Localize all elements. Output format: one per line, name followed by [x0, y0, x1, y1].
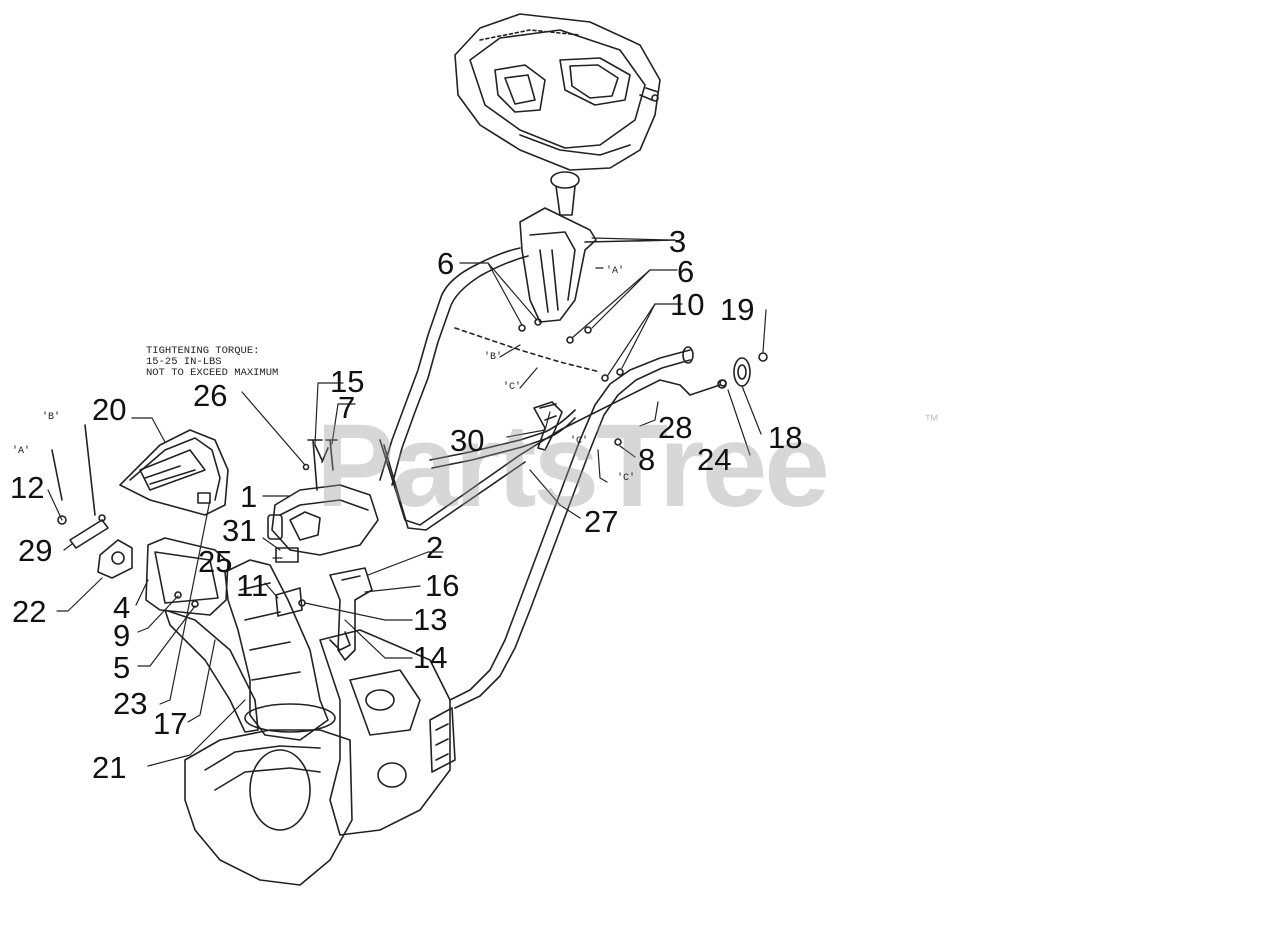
callout-5[interactable]: 5	[113, 650, 131, 685]
crank-knob	[719, 352, 768, 387]
callout-27[interactable]: 27	[584, 504, 619, 539]
callout-23[interactable]: 23	[113, 686, 148, 721]
chute-control-bracket	[519, 171, 676, 323]
callout-6-2[interactable]: 6	[677, 254, 695, 289]
torque-note: TIGHTENING TORQUE: 15-25 IN-LBS NOT TO E…	[146, 346, 278, 379]
callout-24[interactable]: 24	[697, 442, 732, 477]
callout-31[interactable]: 31	[222, 513, 257, 548]
torque-note-line-3: NOT TO EXCEED MAXIMUM	[146, 367, 279, 379]
callout-20[interactable]: 20	[92, 392, 127, 427]
callout-26[interactable]: 26	[193, 378, 228, 413]
lever-handle	[533, 401, 563, 451]
callout-15[interactable]: 15	[330, 364, 365, 399]
callout-7[interactable]: 7	[338, 390, 356, 425]
callout-1[interactable]: 1	[240, 479, 258, 514]
callout-19[interactable]: 19	[720, 292, 755, 327]
ref-marker-c-2: 'C'	[570, 436, 589, 447]
chute-deflector	[119, 429, 229, 516]
ref-marker-b-2: 'B'	[42, 412, 61, 423]
ref-marker-b: 'B'	[484, 352, 503, 363]
trademark-symbol: ™	[924, 412, 939, 429]
auger-housing	[184, 629, 456, 886]
callout-10[interactable]: 10	[670, 287, 705, 322]
chute-frame	[145, 537, 229, 616]
callout-16[interactable]: 16	[425, 568, 460, 603]
chute-bracket	[275, 547, 373, 661]
dashboard-console	[454, 13, 661, 171]
callout-22[interactable]: 22	[12, 594, 47, 629]
callout-6[interactable]: 6	[437, 246, 455, 281]
callout-30[interactable]: 30	[450, 423, 485, 458]
callout-29[interactable]: 29	[18, 533, 53, 568]
ref-marker-a: 'A'	[606, 266, 625, 277]
callout-25[interactable]: 25	[198, 544, 233, 579]
ref-marker-c: 'C'	[503, 382, 522, 393]
callout-8[interactable]: 8	[638, 442, 656, 477]
callout-18[interactable]: 18	[768, 420, 803, 455]
callout-21[interactable]: 21	[92, 750, 127, 785]
callout-28[interactable]: 28	[658, 410, 693, 445]
callout-4[interactable]: 4	[113, 590, 131, 625]
ref-marker-c-3: 'C'	[617, 473, 636, 484]
callout-14[interactable]: 14	[413, 640, 448, 675]
callout-11[interactable]: 11	[236, 568, 269, 603]
callout-13[interactable]: 13	[413, 602, 448, 637]
watermark: PartsTree	[316, 400, 830, 532]
callout-17[interactable]: 17	[153, 706, 188, 741]
chute-crank-rod	[379, 327, 727, 531]
cable-parts	[51, 424, 133, 579]
ref-marker-a-2: 'A'	[12, 446, 31, 457]
leader-lines	[47, 237, 767, 767]
chute-cover	[267, 484, 379, 556]
callout-9[interactable]: 9	[113, 618, 131, 653]
torque-note-line-1: TIGHTENING TORQUE:	[146, 345, 260, 357]
callout-12[interactable]: 12	[10, 470, 45, 505]
torque-note-line-2: 15-25 IN-LBS	[146, 356, 222, 368]
callout-2[interactable]: 2	[426, 530, 444, 565]
callout-3[interactable]: 3	[669, 224, 687, 259]
